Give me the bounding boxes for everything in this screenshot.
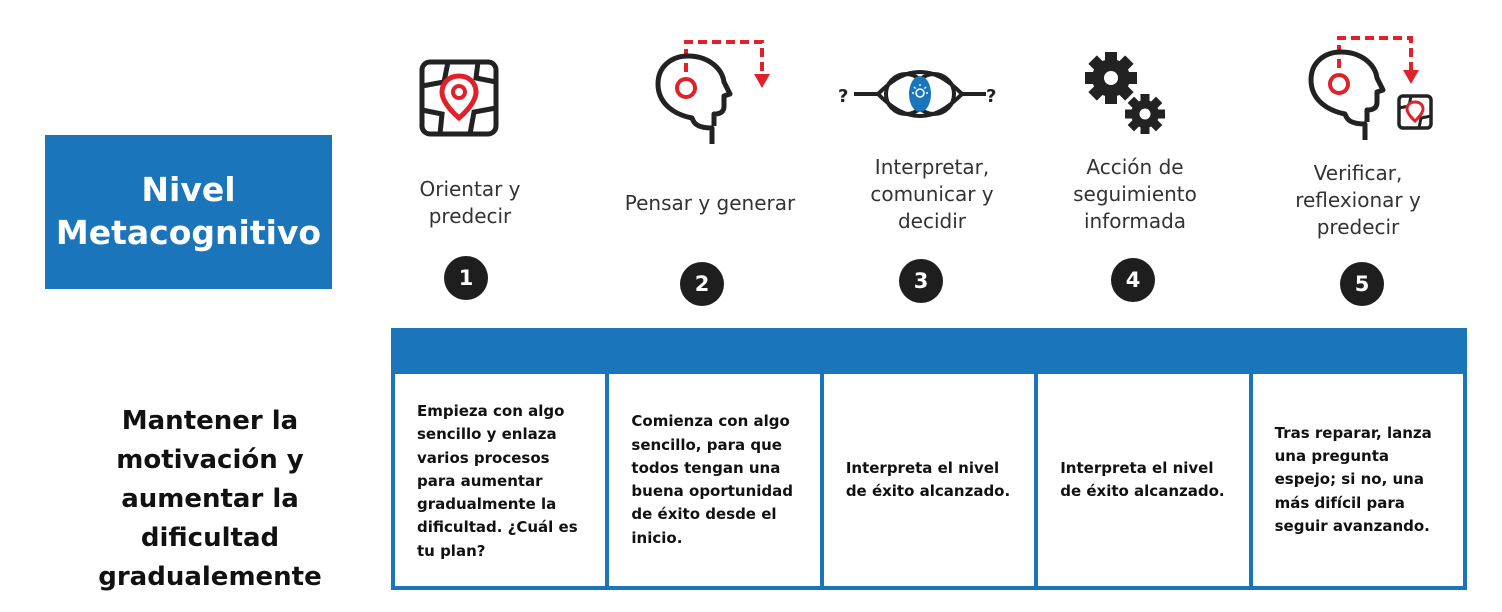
cell-2-text: Comienza con algo sencillo, para que tod… [631, 412, 794, 547]
head-map-icon [1308, 36, 1433, 140]
step-5-title: Verificar, reflexionar y predecir [1270, 160, 1446, 241]
step-1-title: Orientar y predecir [390, 176, 550, 230]
table-cell-3: Interpreta el nivel de éxito alcanzado. [823, 374, 1035, 586]
head-thinking-icon [655, 40, 770, 144]
step-3-title: Interpretar, comunicar y decidir [842, 154, 1022, 235]
side-text: Mantener la motivación y aumentar la dif… [98, 406, 322, 592]
table-cell-1: Empieza con algo sencillo y enlaza vario… [395, 374, 606, 586]
table-cell-5: Tras reparar, lanza una pregunta espejo;… [1252, 374, 1464, 586]
level-box: Nivel Metacognitivo [45, 135, 332, 289]
step-2-number: 2 [680, 262, 724, 306]
steps-table: Empieza con algo sencillo y enlaza vario… [391, 370, 1467, 590]
svg-text:?: ? [838, 86, 848, 107]
step-2-title: Pensar y generar [605, 190, 815, 217]
table-header-bar [391, 328, 1467, 370]
eye-lightbulb-icon: ? ? [838, 69, 996, 119]
step-5-number: 5 [1340, 262, 1384, 306]
cell-4-text: Interpreta el nivel de éxito alcanzado. [1060, 458, 1225, 500]
cell-3-text: Interpreta el nivel de éxito alcanzado. [845, 458, 1011, 500]
step-3-label: Interpretar, comunicar y decidir [870, 155, 994, 233]
svg-text:?: ? [986, 86, 996, 107]
table-cell-4: Interpreta el nivel de éxito alcanzado. [1038, 374, 1249, 586]
step-2-label: Pensar y generar [624, 191, 796, 215]
cell-5-text: Tras reparar, lanza una pregunta espejo;… [1274, 423, 1432, 535]
map-pin-icon [419, 59, 499, 137]
step-3-number: 3 [899, 259, 943, 303]
step-1-label: Orientar y predecir [419, 177, 521, 228]
step-1-number: 1 [444, 256, 488, 300]
step-4-title: Acción de seguimiento informada [1050, 154, 1220, 235]
level-line-1: Nivel [141, 170, 236, 210]
step-4-number: 4 [1111, 258, 1155, 302]
step-5-label: Verificar, reflexionar y predecir [1295, 161, 1421, 239]
cell-1-text: Empieza con algo sencillo y enlaza vario… [417, 402, 578, 560]
level-line-2: Metacognitivo [55, 213, 322, 252]
table-cell-2: Comienza con algo sencillo, para que tod… [609, 374, 820, 586]
step-4-label: Acción de seguimiento informada [1073, 155, 1197, 233]
gears-icon [1085, 52, 1165, 134]
